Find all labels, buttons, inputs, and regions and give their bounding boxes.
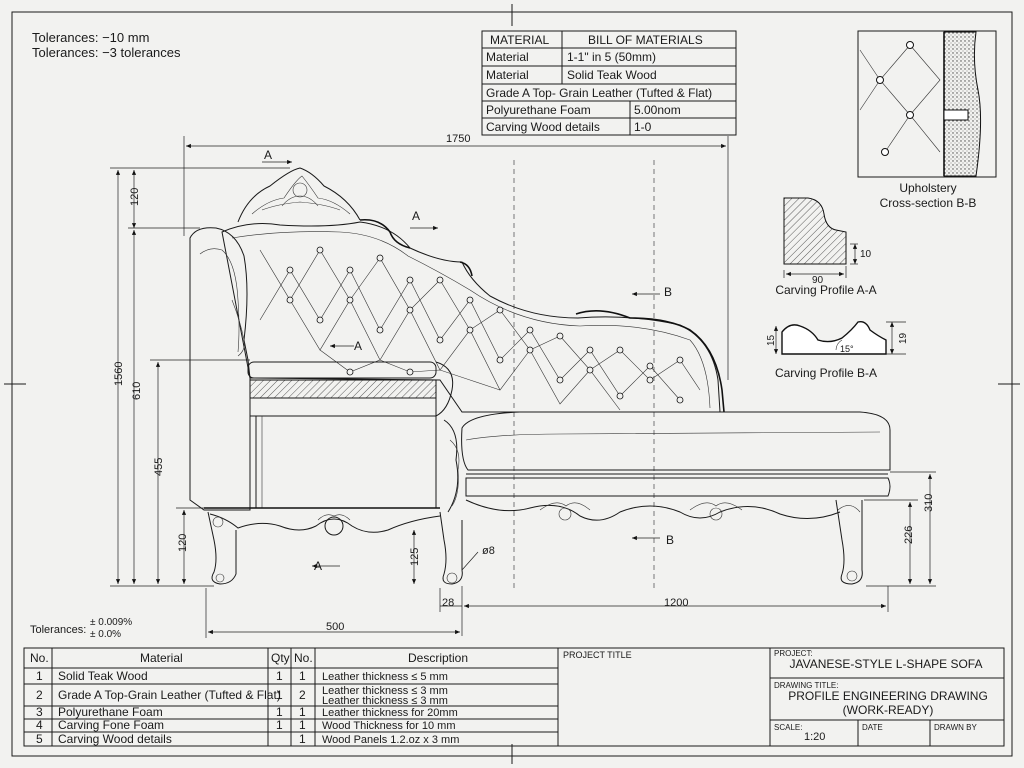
dimension-lines: 1750 1560 120 610 455 120 125 ø8 28 1200 [110, 133, 936, 638]
parts-cell: Leather thickness for 20mm [322, 707, 458, 719]
parts-cell: 1 [299, 669, 306, 683]
parts-cell: Leather thickness ≤ 3 mm [322, 695, 448, 707]
section-mark: A [314, 559, 322, 573]
dim-back: 610 [131, 382, 143, 400]
dim-leg-left: 120 [177, 534, 189, 552]
tolerance-bottom-label: Tolerances: [30, 624, 86, 636]
parts-header: Material [140, 651, 183, 665]
upholstery-cross-section-detail: Upholstery Cross-section B-B [857, 30, 997, 210]
section-mark: A [264, 148, 272, 162]
parts-cell: 1 [299, 718, 306, 732]
parts-cell: 1 [276, 705, 283, 719]
parts-cell: 1 [299, 705, 306, 719]
parts-cell: 1 [276, 688, 283, 702]
dim-seat-height: 455 [153, 458, 165, 476]
drawing-title-label: DRAWING TITLE: [774, 681, 838, 690]
project-label: PROJECT: [774, 649, 813, 658]
drawn-by-label: DRAWN BY [934, 723, 977, 732]
bom-header-bill: BILL OF MATERIALS [588, 33, 703, 47]
parts-cell: Wood Thickness for 10 mm [322, 720, 455, 732]
project-title-label: PROJECT TITLE [563, 650, 632, 660]
parts-cell: 2 [36, 688, 43, 702]
bom-cell: Polyurethane Foam [486, 103, 591, 117]
profile-a-label: Carving Profile A-A [775, 283, 876, 297]
scale-value: 1:20 [804, 731, 825, 743]
parts-table: No. Material Qty No. Description 1 Solid… [23, 647, 559, 747]
bom-cell: Material [486, 68, 529, 82]
bom-cell: Grade A Top- Grain Leather (Tufted & Fla… [486, 86, 712, 100]
parts-cell: Solid Teak Wood [58, 669, 148, 683]
profile-b-label: Carving Profile B-A [775, 366, 877, 380]
section-mark: A [412, 209, 420, 223]
bom-cell: Solid Teak Wood [567, 68, 657, 82]
profile-b-angle: 15° [840, 344, 854, 354]
parts-cell: Leather thickness ≤ 3 mm [322, 685, 448, 697]
tolerance-line-2: Tolerances: −3 tolerances [32, 45, 181, 60]
upholstery-label: Upholstery [899, 181, 956, 195]
carving-profile-a-detail: 90 10 Carving Profile A-A [775, 197, 877, 297]
bom-cell: Carving Wood details [486, 120, 600, 134]
bom-cell: 1-0 [634, 120, 652, 134]
parts-cell: 1 [36, 669, 43, 683]
dim-offset: 28 [442, 597, 454, 609]
parts-cell: 5 [36, 732, 43, 746]
parts-cell: 3 [36, 705, 43, 719]
bom-cell: Material [486, 50, 529, 64]
dim-crest: 120 [129, 188, 141, 206]
parts-header: No. [294, 651, 313, 665]
dim-hole: ø8 [482, 545, 495, 557]
parts-cell: Carving Fone Foam [58, 718, 164, 732]
dim-seat-length: 1200 [664, 597, 688, 609]
profile-b-left: 15 [766, 334, 777, 346]
parts-header: Description [408, 651, 468, 665]
drawing-title-line-1: PROFILE ENGINEERING DRAWING [788, 689, 988, 703]
project-name: JAVANESE-STYLE L-SHAPE SOFA [790, 657, 983, 671]
date-label: DATE [862, 723, 883, 732]
parts-cell: 1 [276, 669, 283, 683]
section-marks: A A A A B B [262, 148, 674, 573]
bom-cell: 5.00nom [634, 103, 681, 117]
dim-overall-height: 1560 [113, 362, 125, 386]
tolerance-bottom-value: ± 0.009% [90, 617, 132, 628]
dim-right-seat: 310 [923, 494, 935, 512]
section-mark: B [666, 533, 674, 547]
parts-cell: Polyurethane Foam [58, 705, 163, 719]
dim-overall-length: 1750 [446, 133, 470, 145]
tolerance-bottom-value: ± 0.0% [90, 629, 121, 640]
tolerance-line-1: Tolerances: −10 mm [32, 30, 149, 45]
dim-right-leg: 226 [903, 526, 915, 544]
section-mark: A [354, 339, 362, 353]
bom-header-material: MATERIAL [490, 33, 549, 47]
parts-cell: 1 [299, 732, 306, 746]
profile-a-width: 90 [812, 275, 824, 286]
parts-cell: 4 [36, 718, 43, 732]
profile-b-right: 19 [898, 332, 909, 344]
title-block: PROJECT TITLE PROJECT: JAVANESE-STYLE L-… [557, 647, 1005, 747]
sofa-elevation [189, 160, 891, 590]
dim-arm-depth: 500 [326, 621, 344, 633]
parts-cell: 1 [276, 718, 283, 732]
drawing-title-line-2: (WORK-READY) [843, 703, 934, 717]
profile-a-height: 10 [860, 249, 872, 260]
bom-table: MATERIAL BILL OF MATERIALS Material 1-1"… [481, 30, 737, 136]
scale-label: SCALE: [774, 723, 802, 732]
parts-header: No. [30, 651, 49, 665]
parts-cell: Grade A Top-Grain Leather (Tufted & Flat… [58, 688, 281, 702]
carving-profile-b-detail: 15° 15 19 Carving Profile B-A [766, 320, 909, 380]
parts-cell: Carving Wood details [58, 732, 172, 746]
upholstery-section-label: Cross-section B-B [880, 196, 977, 210]
parts-header: Qty [271, 651, 290, 665]
parts-cell: 2 [299, 688, 306, 702]
dim-leg-mid: 125 [409, 548, 421, 566]
section-mark: B [664, 285, 672, 299]
parts-cell: Leather thickness ≤ 5 mm [322, 671, 448, 683]
bom-cell: 1-1" in 5 (50mm) [567, 50, 656, 64]
parts-cell: Wood Panels 1.2.oz x 3 mm [322, 734, 459, 746]
